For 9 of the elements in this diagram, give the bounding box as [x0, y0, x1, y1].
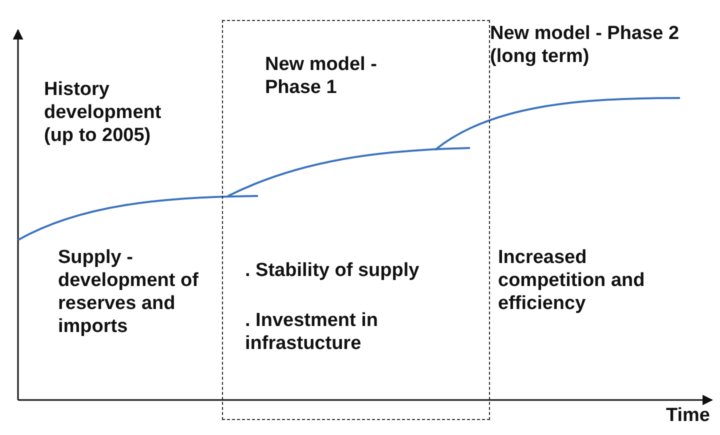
bullet-item: . Stability of supply: [245, 259, 420, 282]
phase-description: Supply - development of reserves and imports: [58, 246, 200, 338]
axis-label: Time: [666, 404, 712, 427]
phase-description: Increased competition and efficiency: [498, 246, 646, 315]
phase-frame: [222, 20, 490, 420]
phase-heading: New model - Phase 2 (long term): [490, 22, 680, 68]
phase-heading: New model - Phase 1: [265, 53, 378, 99]
phase-heading: History development (up to 2005): [44, 78, 162, 147]
bullet-item: . Investment in infrastucture: [245, 309, 380, 355]
